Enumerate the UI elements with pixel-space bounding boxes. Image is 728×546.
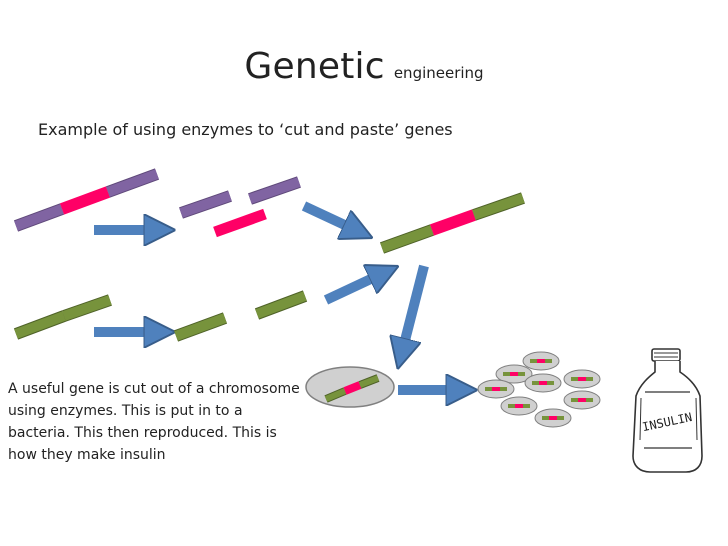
bottle-cap [651, 348, 681, 362]
reproduced-bacteria [477, 351, 601, 428]
explanation-caption: A useful gene is cut out of a chromosome… [8, 381, 300, 463]
bacterium-copy [524, 373, 562, 393]
plasmid-dna [13, 294, 112, 340]
title-sub: engineering [393, 64, 484, 82]
cut-gene [213, 208, 267, 238]
slide-subtitle: Example of using enzymes to ‘cut and pas… [38, 120, 453, 139]
gene-segment [59, 186, 111, 215]
bacterium-copy [522, 351, 560, 371]
arrow-into-bacterium [400, 264, 429, 360]
bacterium-copy [563, 369, 601, 389]
bacterium-copy [477, 379, 515, 399]
chromosome-with-gene [13, 168, 160, 232]
recombinant-dna [379, 192, 525, 254]
cut-chromosome-pieces [179, 176, 301, 238]
inserted-gene [429, 209, 477, 236]
slide-title: Genetic engineering [0, 46, 728, 87]
cut-plasmid-pieces [173, 290, 308, 342]
title-main: Genetic [244, 46, 385, 87]
bacterium-copy [500, 396, 538, 416]
bacterium-copy [563, 390, 601, 410]
arrow-gene-to-plasmid [301, 201, 364, 234]
insulin-bottle [632, 348, 703, 473]
bottle-body [632, 361, 703, 473]
bacterium-copy [534, 408, 572, 428]
bacterium-copy [495, 364, 533, 384]
bacterium-with-gene [305, 366, 395, 408]
arrow-plasmid-to-recombinant [323, 270, 390, 305]
